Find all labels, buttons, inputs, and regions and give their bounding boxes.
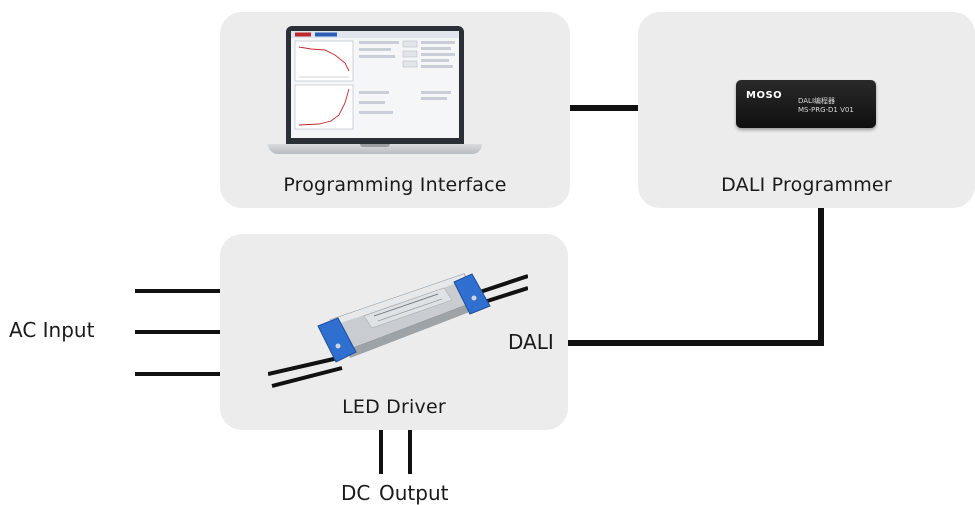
- device-model-line-2: MS-PRG-D1 V01: [798, 106, 854, 114]
- ac-input-wire-2: [135, 330, 221, 334]
- laptop-illustration: [268, 26, 482, 156]
- link-dali-horizontal: [566, 340, 824, 346]
- dali-label: DALI: [508, 330, 554, 354]
- led-driver-illustration: [268, 273, 528, 388]
- software-screenshot: [291, 31, 459, 130]
- dc-output-wire-2: [408, 430, 412, 474]
- dc-output-wire-1: [379, 430, 383, 474]
- device-brand-logo: MOSO: [746, 90, 783, 101]
- laptop-screen-bezel: [286, 26, 464, 144]
- ac-input-label: AC Input: [9, 318, 95, 342]
- dali-programmer-label: DALI Programmer: [721, 174, 892, 196]
- dali-programmer-device: MOSO DALI编程器 MS-PRG-D1 V01: [736, 80, 876, 128]
- programming-interface-box: Programming Interface: [220, 12, 570, 208]
- ac-input-wire-3: [135, 372, 221, 376]
- ac-input-wire-1: [135, 289, 221, 293]
- link-programmer-down: [818, 208, 824, 346]
- device-model-line-1: DALI编程器: [798, 97, 836, 105]
- dc-label: DC: [341, 481, 371, 505]
- led-driver-box: LED Driver: [220, 234, 568, 430]
- laptop-base: [268, 144, 482, 154]
- laptop-notch: [360, 144, 390, 147]
- output-label: Output: [379, 481, 449, 505]
- laptop-screen: [291, 31, 459, 138]
- programming-interface-label: Programming Interface: [283, 174, 507, 196]
- dali-programmer-box: MOSO DALI编程器 MS-PRG-D1 V01 DALI Programm…: [638, 12, 975, 208]
- link-laptop-to-programmer: [569, 105, 640, 111]
- led-driver-label: LED Driver: [342, 396, 446, 418]
